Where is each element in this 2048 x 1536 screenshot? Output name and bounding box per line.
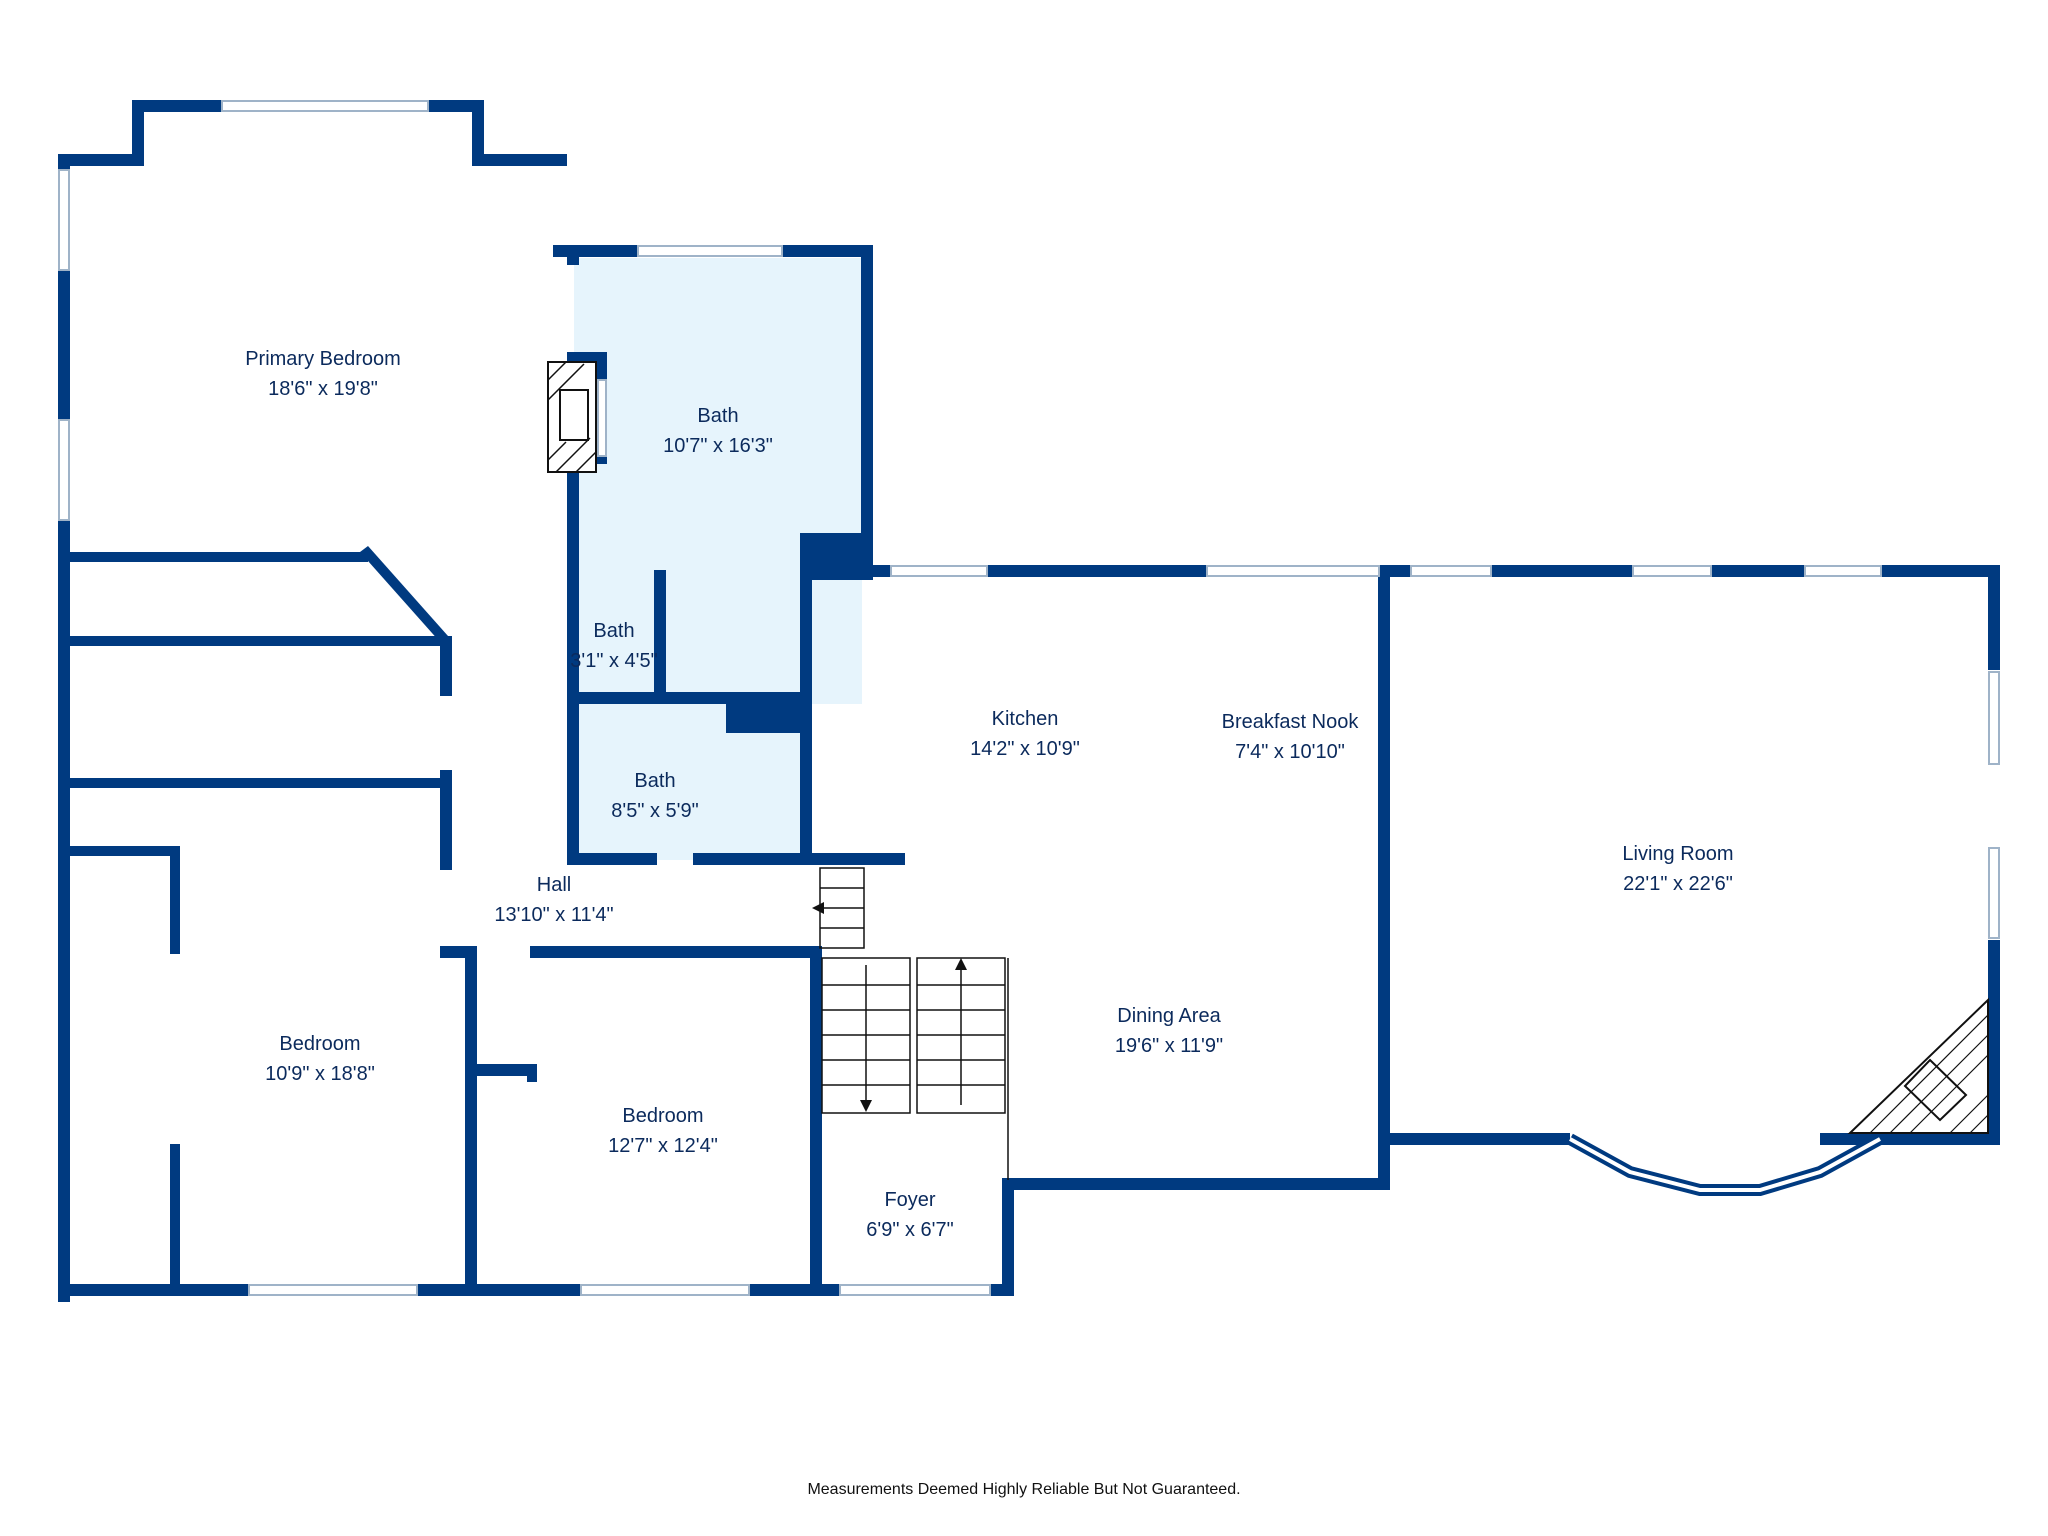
room-size: 22'1" x 22'6" (1623, 873, 1733, 895)
wall (1390, 1133, 1570, 1145)
wall (861, 245, 873, 580)
wall (726, 697, 806, 733)
wall (58, 1284, 248, 1296)
stairs (819, 867, 1009, 1180)
window (1804, 565, 1882, 577)
room-name: Breakfast Nook (1222, 711, 1360, 733)
fireplace-icon (547, 361, 597, 473)
wall (1002, 1178, 1390, 1190)
room-name: Foyer (884, 1189, 935, 1211)
wall (440, 946, 470, 958)
window (58, 419, 70, 521)
window (58, 169, 70, 271)
windows (58, 100, 2000, 1296)
room-size: 6'9" x 6'7" (866, 1219, 953, 1241)
room-size: 3'1" x 4'5" (570, 650, 657, 672)
room-name: Bedroom (622, 1105, 703, 1127)
wall (58, 778, 448, 788)
wall (1378, 810, 1390, 1190)
window (580, 1284, 750, 1296)
room-size: 18'6" x 19'8" (268, 378, 378, 400)
wall (1378, 577, 1390, 657)
wall (472, 154, 567, 166)
wall (800, 565, 890, 577)
stair-arrows (812, 902, 967, 1112)
wall (810, 946, 822, 1296)
room-size: 12'7" x 12'4" (608, 1135, 718, 1157)
window (1988, 671, 2000, 765)
window (248, 1284, 418, 1296)
wall (530, 946, 814, 958)
wall (1492, 565, 1632, 577)
room-name: Living Room (1622, 843, 1733, 865)
wall (567, 245, 579, 265)
window (221, 100, 429, 112)
window (1632, 565, 1712, 577)
room-size: 14'2" x 10'9" (970, 738, 1080, 760)
wall (472, 100, 484, 166)
wall (988, 565, 1206, 577)
wall (170, 846, 180, 954)
wall (800, 577, 812, 865)
wall (465, 946, 477, 1296)
room-size: 13'10" x 11'4" (494, 904, 613, 926)
wall (1378, 565, 1410, 577)
room-name: Bedroom (279, 1033, 360, 1055)
window (597, 379, 607, 457)
window (1410, 565, 1492, 577)
window (637, 245, 783, 257)
wall (465, 1064, 537, 1076)
wall (440, 770, 452, 870)
wall (693, 853, 905, 865)
wall (1820, 1133, 2000, 1145)
wall (58, 154, 144, 166)
room-size: 10'7" x 16'3" (663, 435, 773, 457)
disclaimer-text: Measurements Deemed Highly Reliable But … (807, 1481, 1240, 1498)
wall (58, 154, 70, 1302)
wall (567, 352, 607, 362)
walls (58, 100, 2000, 1302)
room-size: 8'5" x 5'9" (611, 800, 698, 822)
wall (132, 100, 144, 166)
wall (58, 846, 178, 856)
window (890, 565, 988, 577)
wall (1988, 940, 2000, 1145)
wall (654, 570, 666, 700)
corner-fireplace-icon (1847, 997, 1989, 1134)
wall (170, 1144, 180, 1294)
wall (418, 1284, 580, 1296)
room-name: Bath (697, 405, 738, 427)
wall (1988, 565, 2000, 670)
bath-fills (574, 258, 862, 860)
wall (567, 853, 657, 865)
wall (58, 552, 368, 562)
wall (440, 636, 452, 696)
room-name: Primary Bedroom (245, 348, 401, 370)
bath-small-fill (574, 575, 666, 700)
bay-window-glass (1569, 1137, 1881, 1192)
room-size: 19'6" x 11'9" (1115, 1035, 1223, 1057)
room-size: 7'4" x 10'10" (1235, 741, 1345, 763)
window (1988, 847, 2000, 939)
wall (58, 636, 448, 646)
wall (1712, 565, 1804, 577)
room-name: Dining Area (1117, 1005, 1221, 1027)
window (1206, 565, 1380, 577)
wall (1002, 1178, 1014, 1296)
window (839, 1284, 991, 1296)
room-name: Kitchen (992, 708, 1059, 730)
room-name: Hall (537, 874, 571, 896)
wall (567, 352, 579, 864)
wall (360, 546, 448, 642)
room-size: 10'9" x 18'8" (265, 1063, 375, 1085)
room-name: Bath (593, 620, 634, 642)
wall (1882, 565, 2000, 577)
wall (750, 1284, 840, 1296)
room-labels: Primary Bedroom 18'6" x 19'8" Bath 10'7"… (245, 348, 1733, 1241)
wall (527, 1064, 537, 1082)
room-name: Bath (634, 770, 675, 792)
